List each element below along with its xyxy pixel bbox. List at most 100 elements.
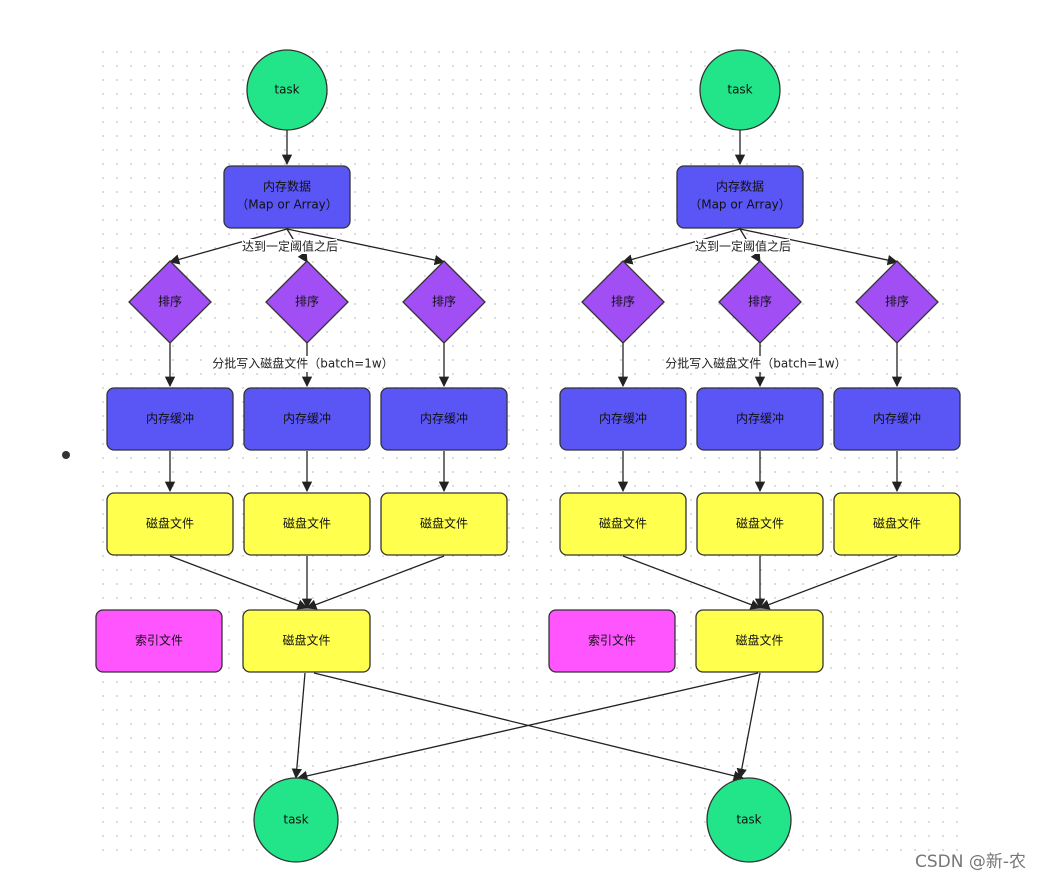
memory-buffer-left-3-shape [380,387,508,451]
arrow-memory-to-sort-right-3 [739,228,899,266]
task-label: task [274,83,299,97]
merged-disk-file-left-shape [242,609,371,673]
task-bottom-right: task [706,777,792,863]
arrow-right-merged-to-left-task [296,672,759,781]
memory-data-shape [223,165,351,229]
merged-disk-file-left: 磁盘文件 [242,609,371,673]
disk-file-left-1-shape [106,492,234,556]
memory-buffer-right-3-label: 内存缓冲 [873,411,921,426]
disk-file-right-3-shape [833,492,961,556]
memory-buffer-right-1-shape [559,387,687,451]
disk-file-left-3-shape [380,492,508,556]
task-circle [699,49,781,131]
batch-write-text: 分批写入磁盘文件（batch=1w） [665,356,846,371]
index-file-right-shape [548,609,676,673]
disk-file-right-1-shape [559,492,687,556]
batch-label-left: 分批写入磁盘文件（batch=1w） [212,356,394,372]
batch-label-right: 分批写入磁盘文件（batch=1w） [665,356,847,372]
memory-buffer-left-2-label: 内存缓冲 [283,411,331,426]
label-bg [217,356,389,372]
threshold-text: 达到一定阈值之后 [242,239,338,254]
task-label: task [736,813,761,827]
index-file-right: 索引文件 [548,609,676,673]
sort-diamond-right-2-shape [718,260,802,344]
memory-buffer-right-1-label: 内存缓冲 [599,411,647,426]
sort-diamond-right-1: 排序 [581,260,665,344]
disk-file-right-2-shape [696,492,824,556]
memory-buffer-left-3-label: 内存缓冲 [420,411,468,426]
batch-write-text: 分批写入磁盘文件（batch=1w） [212,356,393,371]
memory-buffer-right-2-label: 内存缓冲 [736,411,784,426]
disk-file-left-2-shape [243,492,371,556]
disk-file-left-1-label: 磁盘文件 [146,516,194,531]
disk-file-right-3: 磁盘文件 [833,492,961,556]
sort-diamond-right-3-shape [855,260,939,344]
label-bg [670,356,842,372]
sort-diamond-right-2: 排序 [718,260,802,344]
list-bullet [62,451,70,459]
arrow-left-merged-to-left-task [291,672,306,780]
index-file-right-label: 索引文件 [588,633,636,648]
merged-disk-file-right: 磁盘文件 [695,609,824,673]
label-bg [695,239,790,254]
index-file-left: 索引文件 [95,609,223,673]
memory-data-title: 内存数据 [263,179,311,194]
memory-data-subtitle: （Map or Array） [689,198,791,212]
disk-file-right-3-label: 磁盘文件 [873,516,921,531]
threshold-label-right: 达到一定阈值之后 [695,239,791,254]
sort-diamond-right-3: 排序 [855,260,939,344]
disk-file-left-3-label: 磁盘文件 [420,516,468,531]
disk-file-right-1: 磁盘文件 [559,492,687,556]
label-bg [242,239,337,254]
disk-file-right-2-label: 磁盘文件 [736,516,784,531]
edges [164,130,903,781]
memory-buffer-left-1-shape [106,387,234,451]
task-bottom-left: task [253,777,339,863]
sort-diamond-left-3-shape [402,260,486,344]
task-circle [246,49,328,131]
index-file-left-label: 索引文件 [135,633,183,648]
sort-diamond-left-2: 排序 [265,260,349,344]
memory-buffer-left-3: 内存缓冲 [380,387,508,451]
disk-file-left-2: 磁盘文件 [243,492,371,556]
task-label: task [283,813,308,827]
memory-buffer-left-1-label: 内存缓冲 [146,411,194,426]
memory-data-title: 内存数据 [716,179,764,194]
sort-diamond-left-2-label: 排序 [295,294,319,309]
disk-file-left-2-label: 磁盘文件 [283,516,331,531]
sort-diamond-right-3-label: 排序 [885,294,909,309]
memory-data-right: 内存数据 （Map or Array） [676,165,804,229]
memory-data-left: 内存数据（Map or Array） [223,165,351,229]
memory-buffer-right-2: 内存缓冲 [696,387,824,451]
arrow-memory-to-sort-left-3 [286,228,446,266]
sort-diamond-left-3: 排序 [402,260,486,344]
memory-buffer-right-1: 内存缓冲 [559,387,687,451]
memory-buffer-left-2-shape [243,387,371,451]
watermark: CSDN @新-农 [914,852,1026,872]
arrow-memory-to-sort-left-1 [168,228,288,265]
task-top-right: task [699,49,781,131]
sort-diamond-left-1: 排序 [128,260,212,344]
memory-buffer-left-2: 内存缓冲 [243,387,371,451]
arrow-right-merged-to-right-task [736,672,761,780]
arrow-disk-to-merged-right-1 [622,555,761,610]
arrow-disk-to-merged-left-1 [169,555,308,610]
merged-disk-file-right-label: 磁盘文件 [735,633,783,648]
memory-buffer-left-1: 内存缓冲 [106,387,234,451]
task-label: task [727,83,752,97]
threshold-text: 达到一定阈值之后 [695,239,791,254]
arrow-memory-to-sort-right-1 [621,228,741,265]
task-circle [253,777,339,863]
memory-buffer-right-2-shape [696,387,824,451]
threshold-label-left: 达到一定阈值之后 [242,239,338,254]
arrow-disk-to-merged-right-3 [759,555,898,610]
memory-data-shape [676,165,804,229]
sort-diamond-right-2-label: 排序 [748,294,772,309]
sort-diamond-left-1-shape [128,260,212,344]
sort-diamond-left-3-label: 排序 [432,294,456,309]
task-top-left: task [246,49,328,131]
memory-buffer-right-3-shape [833,387,961,451]
